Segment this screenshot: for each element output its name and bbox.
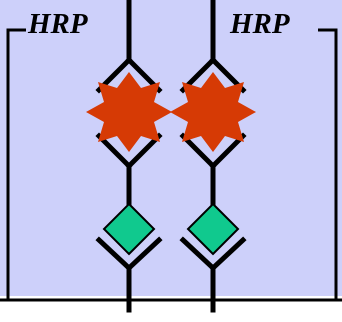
left-stack: [86, 0, 172, 313]
right-stack: [170, 0, 256, 313]
right-bracket-line: [318, 28, 338, 300]
left-bracket-line: [6, 28, 26, 300]
right-diamond: [186, 202, 240, 256]
right-hrp-cross: [170, 72, 256, 152]
background-panel: [0, 0, 342, 296]
frame-lines: [0, 28, 342, 302]
left-hrp-cross: [86, 72, 172, 152]
left-lower-y: [95, 236, 163, 313]
left-diamond: [102, 202, 156, 256]
right-hrp-label: HRP: [230, 8, 290, 40]
right-mid-y: [179, 132, 247, 211]
left-mid-y: [95, 132, 163, 211]
left-hrp-label: HRP: [28, 8, 88, 40]
right-lower-y: [179, 236, 247, 313]
